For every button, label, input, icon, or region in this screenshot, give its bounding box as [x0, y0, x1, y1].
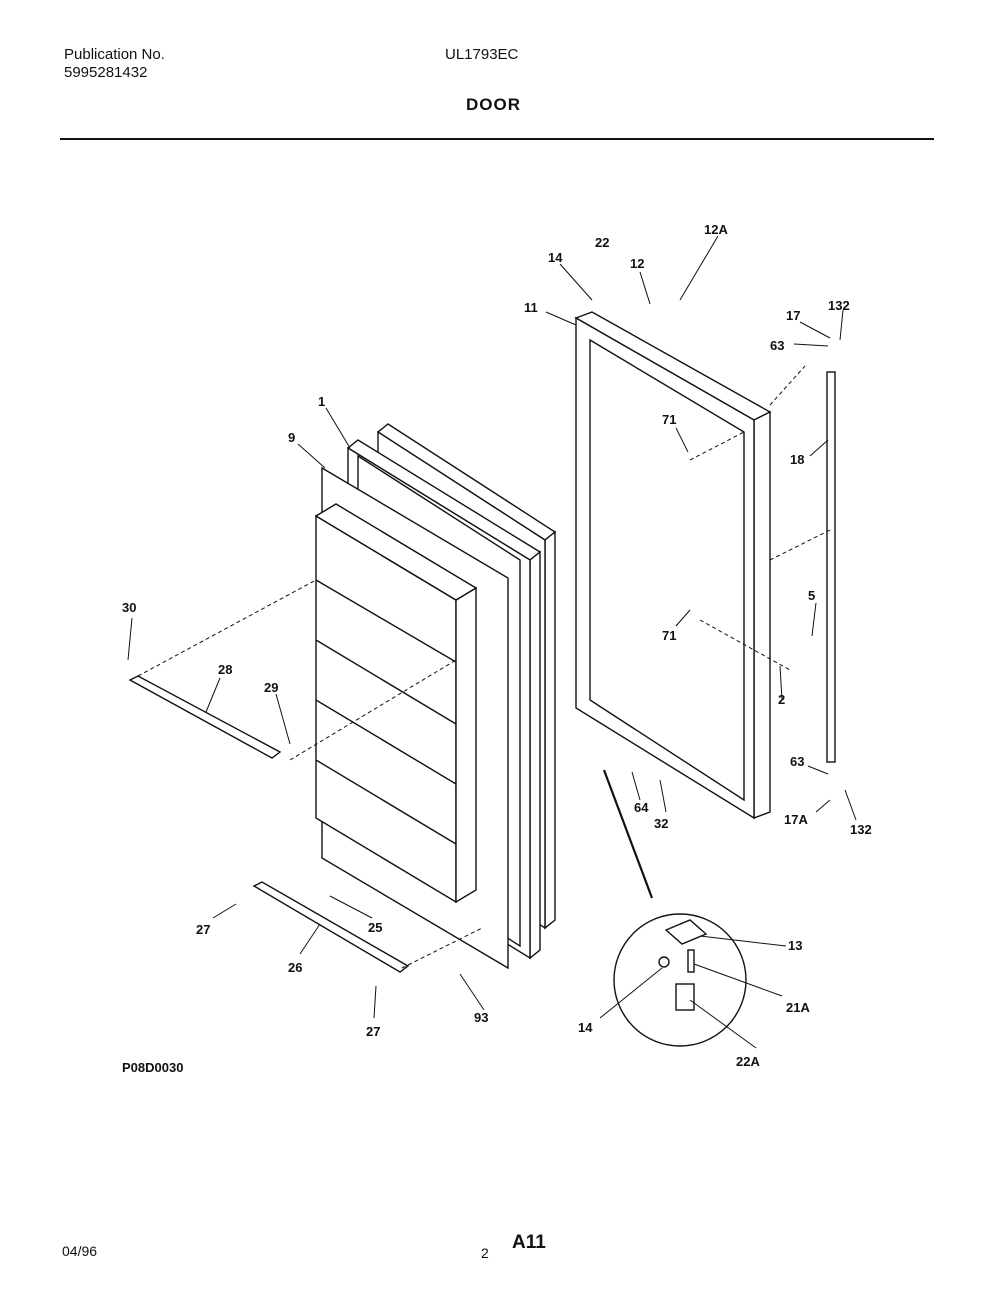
- callout-21a: 21A: [786, 1000, 810, 1015]
- callout-28: 28: [218, 662, 232, 677]
- callout-64: 64: [634, 800, 649, 815]
- callout-25: 25: [368, 920, 382, 935]
- callout-32: 32: [654, 816, 668, 831]
- callout-29: 29: [264, 680, 278, 695]
- detail-circle: [613, 913, 747, 1047]
- callout-26: 26: [288, 960, 302, 975]
- section-title: DOOR: [466, 95, 521, 114]
- callout-11: 11: [524, 300, 538, 315]
- inner-door-liner: [314, 466, 509, 970]
- callout-17: 17: [786, 308, 800, 323]
- callout-132-bot: 132: [850, 822, 872, 837]
- callout-63-top: 63: [770, 338, 784, 353]
- callout-5: 5: [808, 588, 815, 603]
- callout-22: 22: [595, 235, 609, 250]
- page-number: 2: [481, 1245, 489, 1261]
- callout-27-bot: 27: [366, 1024, 380, 1039]
- callout-27-top: 27: [196, 922, 210, 937]
- callout-30: 30: [122, 600, 136, 615]
- figure-code: P08D0030: [122, 1060, 184, 1075]
- revision-date: 04/96: [62, 1243, 98, 1259]
- page-code: A11: [512, 1232, 546, 1253]
- callout-12: 12: [630, 256, 644, 271]
- publication-number: 5995281432: [64, 64, 148, 81]
- callout-14-top: 14: [548, 250, 563, 265]
- callout-14-detail: 14: [578, 1020, 593, 1035]
- callout-63-bot: 63: [790, 754, 804, 769]
- callout-12a: 12A: [704, 222, 728, 237]
- shelf-rail-28: [128, 675, 282, 759]
- header-rule: [60, 138, 934, 140]
- callout-71-mid: 71: [662, 628, 676, 643]
- callout-9: 9: [288, 430, 295, 445]
- callout-132-top: 132: [828, 298, 850, 313]
- callout-71-top: 71: [662, 412, 676, 427]
- callout-93: 93: [474, 1010, 488, 1025]
- callout-13: 13: [788, 938, 802, 953]
- model-number: UL1793EC: [445, 46, 519, 63]
- callout-18: 18: [790, 452, 804, 467]
- hinge-rod: [826, 371, 836, 763]
- callout-17a: 17A: [784, 812, 808, 827]
- callout-1: 1: [318, 394, 325, 409]
- callout-22a: 22A: [736, 1054, 760, 1069]
- publication-label: Publication No.: [64, 46, 165, 63]
- bottom-rail-26: [252, 881, 410, 973]
- outer-door-panel: [574, 311, 772, 820]
- callout-2: 2: [778, 692, 785, 707]
